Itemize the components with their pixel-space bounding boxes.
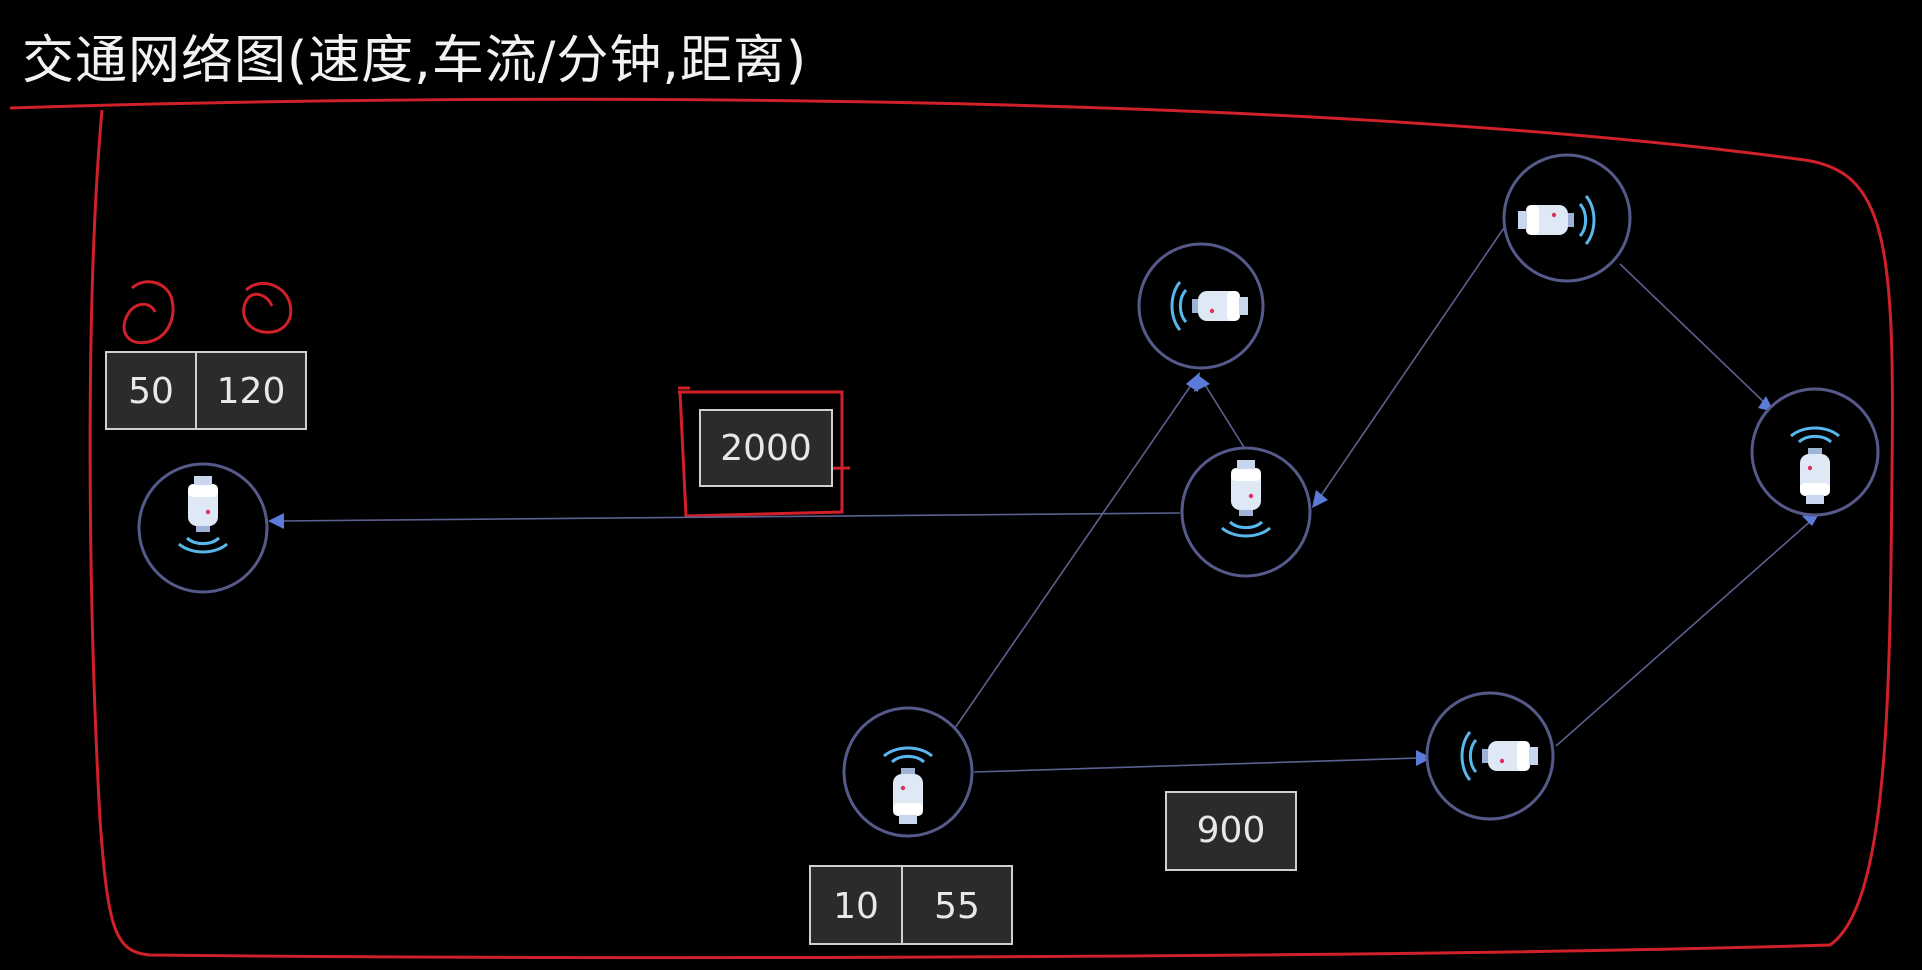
- edge-center-to-left: [279, 512, 1181, 522]
- node-right[interactable]: [1750, 387, 1880, 517]
- annotation-border: [9, 97, 1894, 960]
- left-node-values: 50 120: [105, 351, 307, 430]
- bottom-node-flow: 55: [934, 886, 980, 927]
- node-left[interactable]: [137, 462, 269, 594]
- node-topright[interactable]: [1502, 153, 1632, 283]
- annotation-mark-2: [242, 281, 293, 334]
- arrowhead: [1312, 490, 1328, 508]
- bottom-node-values: 10 55: [809, 865, 1013, 945]
- diagram-title: 交通网络图(速度,车流/分钟,距离): [22, 31, 808, 91]
- annotation-box-highlight: [678, 386, 844, 518]
- edges: [268, 221, 1820, 773]
- left-node-speed: 50: [128, 371, 174, 412]
- edge-topright-to-right: [1619, 263, 1769, 407]
- edge-center-to-top: [1201, 379, 1248, 453]
- edge-bottom-to-top: [954, 377, 1197, 729]
- node-top[interactable]: [1137, 242, 1265, 370]
- bottom-node-speed: 10: [833, 886, 879, 927]
- edge-topright-to-center: [1317, 221, 1509, 501]
- node-bottom[interactable]: [842, 706, 974, 838]
- arrowhead: [1186, 372, 1200, 392]
- annotation-mark-1: [122, 280, 175, 345]
- node-lowerright[interactable]: [1425, 691, 1555, 821]
- edge-distance-top: 2000: [720, 428, 812, 469]
- edge-label-bottom: 900: [1165, 791, 1297, 871]
- left-node-flow: 120: [217, 371, 286, 412]
- node-center[interactable]: [1180, 446, 1312, 578]
- edge-bottom-to-lowerright: [973, 757, 1421, 773]
- edge-distance-bottom: 900: [1197, 810, 1266, 851]
- arrowhead: [1416, 750, 1432, 766]
- arrowhead: [268, 513, 284, 529]
- edge-lowerright-to-right: [1555, 517, 1815, 747]
- edge-label-top: 2000: [699, 409, 833, 487]
